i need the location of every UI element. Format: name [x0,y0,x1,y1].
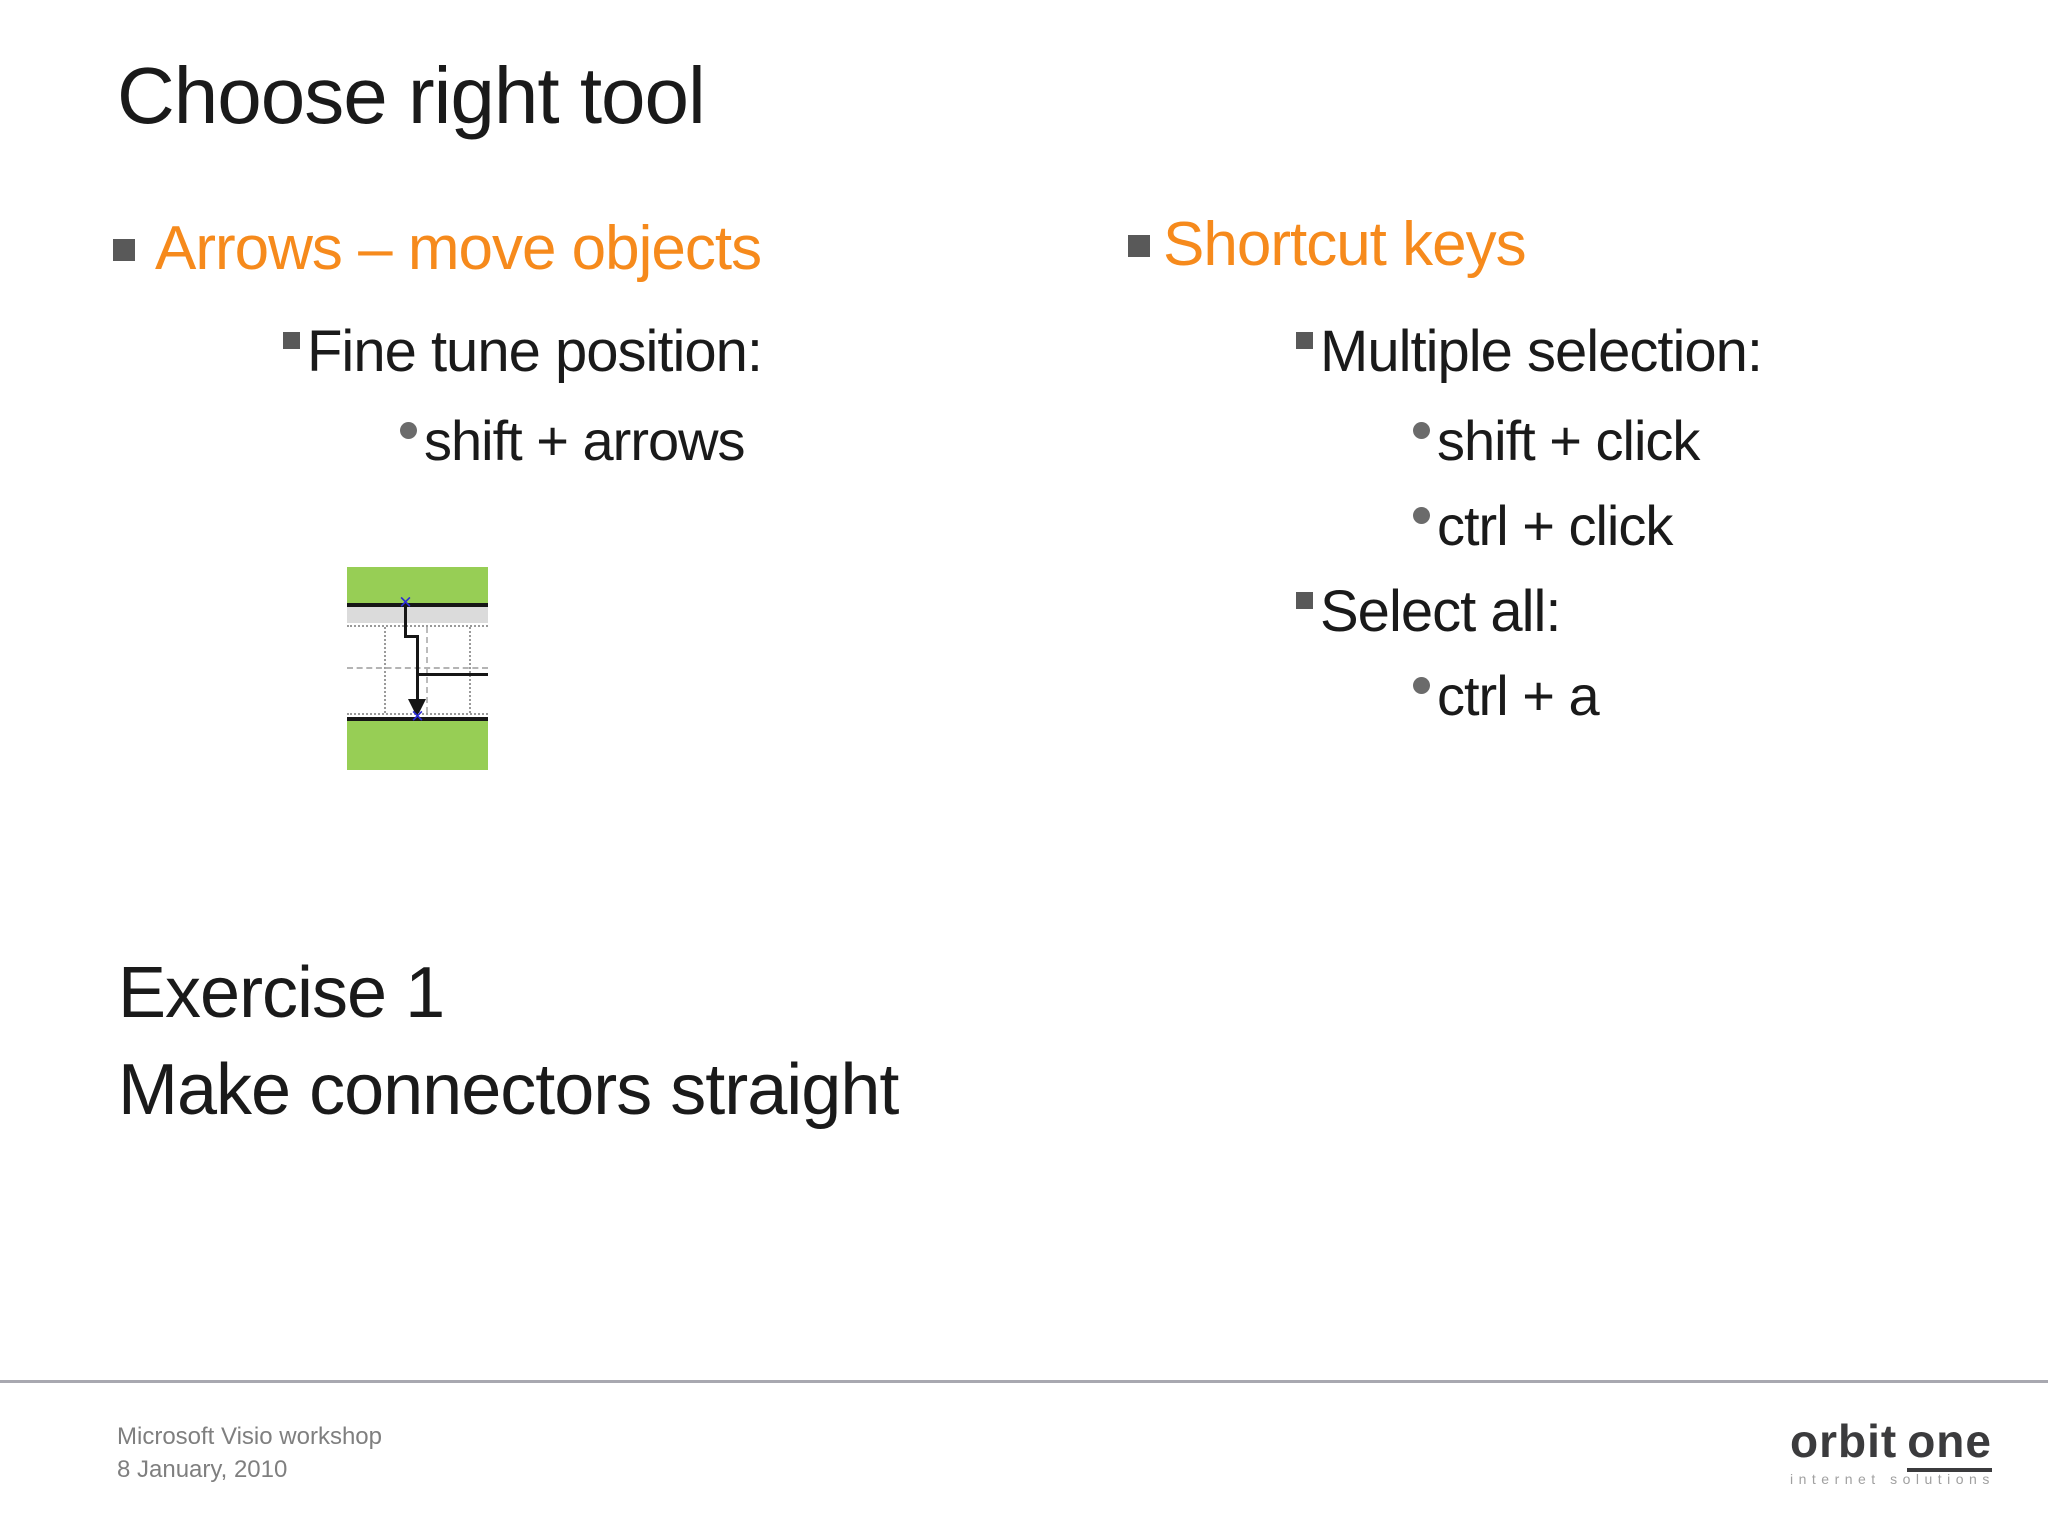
bullet-round-icon [1413,422,1430,439]
connector-line [404,635,419,638]
list-item-label: shift + arrows [424,409,746,472]
shape-bottom-bar [347,721,488,770]
bullet-round-icon [1413,677,1430,694]
footer-date-label: 8 January, 2010 [117,1456,288,1483]
slide-title: Choose right tool [117,51,706,140]
list-item-label: Multiple selection: [1320,319,1763,384]
endpoint-x-icon: ✕ [410,707,425,726]
guide-dashed-line [426,627,428,713]
bullet-square-icon [283,332,300,349]
bullet-square-icon [113,239,135,261]
connector-line [404,605,407,637]
list-item-label: Fine tune position: [307,319,763,384]
bullet-square-icon [1296,592,1313,609]
visio-figure: ✕ ✕ [347,567,488,770]
logo-word-one: one [1907,1415,1992,1472]
list-item-label: ctrl + a [1437,664,1600,727]
right-column-heading: Shortcut keys [1163,210,1527,279]
footer-workshop-label: Microsoft Visio workshop [117,1423,382,1450]
list-item-label: Select all: [1320,579,1561,644]
logo-tagline: internet solutions [1790,1471,1995,1487]
shape-top-bar-edge [347,603,488,607]
shape-gray-strip [347,607,488,623]
exercise-title: Exercise 1 [118,953,445,1033]
list-item: Multiple selection: [1296,318,1763,385]
arrowhead-icon [408,699,426,717]
list-item: Select all: [1296,578,1561,645]
left-column-heading: Arrows – move objects [155,214,762,283]
selection-dotted-line [384,627,386,713]
selection-dotted-line [347,713,488,715]
list-item: Fine tune position: [283,318,763,385]
shape-line [417,673,488,676]
list-item: shift + arrows [400,408,746,473]
shape-bottom-bar-edge [347,717,488,721]
exercise-subtitle: Make connectors straight [118,1050,899,1130]
bullet-square-icon [1128,235,1150,257]
selection-dotted-line [347,625,488,627]
bullet-round-icon [400,422,417,439]
list-item: ctrl + click [1413,493,1673,558]
footer-divider [0,1380,2048,1383]
bullet-square-icon [1296,332,1313,349]
list-item: shift + click [1413,408,1700,473]
list-item-label: shift + click [1437,409,1700,472]
list-item: ctrl + a [1413,663,1600,728]
shape-top-bar [347,567,488,603]
endpoint-x-icon: ✕ [398,593,413,612]
logo-word-orbit: orbit [1790,1415,1898,1467]
selection-dotted-line [469,627,471,713]
list-item-label: ctrl + click [1437,494,1673,557]
connector-line [416,635,419,705]
bullet-round-icon [1413,507,1430,524]
